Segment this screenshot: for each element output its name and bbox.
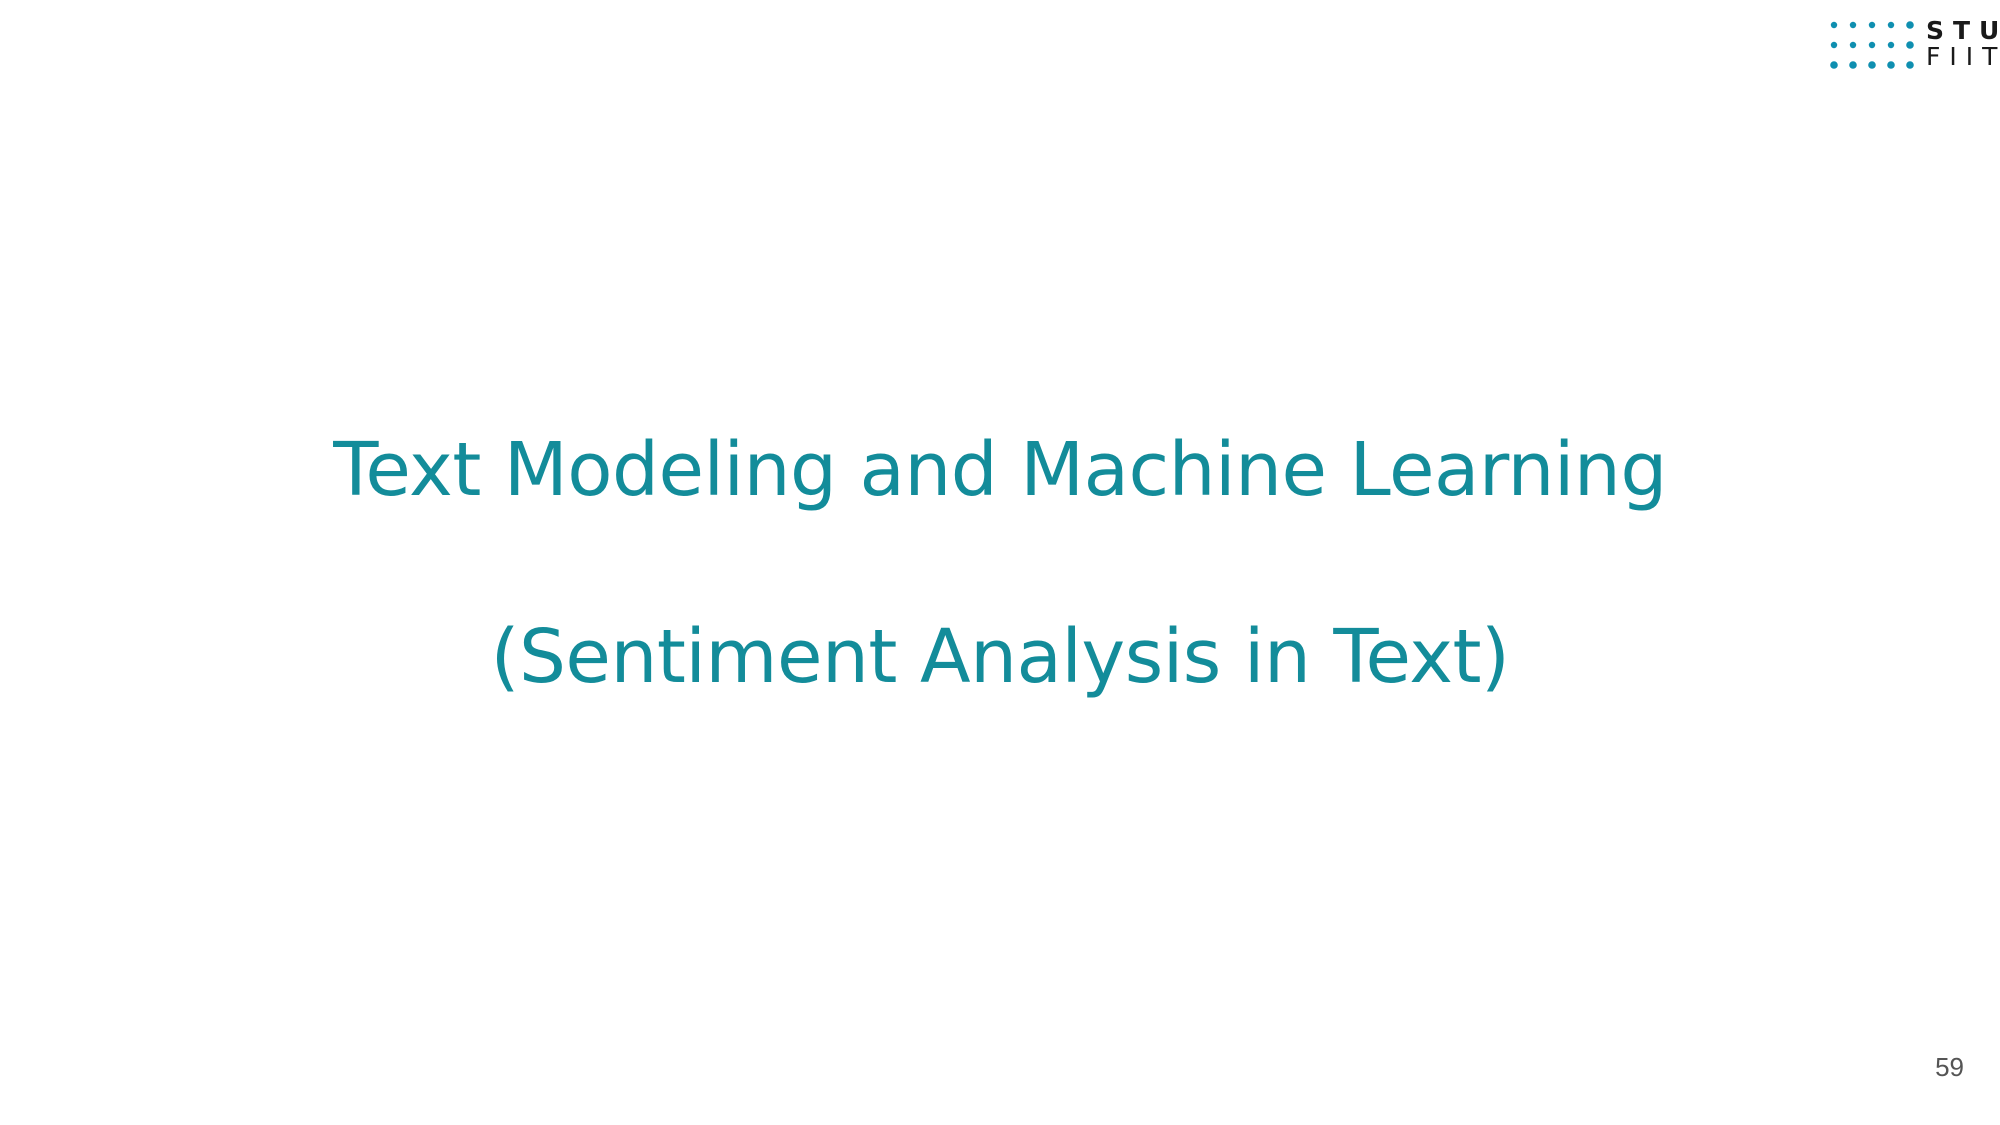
logo-dot (1906, 61, 1914, 69)
logo-dot (1887, 41, 1895, 49)
logo-dot (1906, 21, 1914, 29)
logo-top-text: STU (1926, 16, 2000, 45)
dots-logo-icon (1830, 20, 1918, 74)
logo-dot (1887, 61, 1895, 69)
page-number: 59 (1935, 1052, 1964, 1082)
logo-dot (1830, 61, 1838, 69)
slide-title: Text Modeling and Machine Learning (333, 427, 1667, 513)
logo-dot (1849, 41, 1857, 49)
logo-dot (1868, 41, 1876, 49)
stu-fiit-logo: STU FIIT (1830, 18, 2000, 76)
logo-dot (1830, 41, 1838, 49)
logo-dot (1868, 61, 1876, 69)
logo-dot (1849, 61, 1857, 69)
logo-dot (1868, 21, 1876, 29)
logo-dot (1887, 21, 1895, 29)
logo-bottom-text: FIIT (1926, 42, 2000, 71)
logo-text: STU FIIT (1926, 18, 2000, 76)
slide-subtitle: (Sentiment Analysis in Text) (490, 614, 1510, 700)
logo-dot (1849, 21, 1857, 29)
logo-dot (1906, 41, 1914, 49)
logo-dot (1830, 21, 1838, 29)
